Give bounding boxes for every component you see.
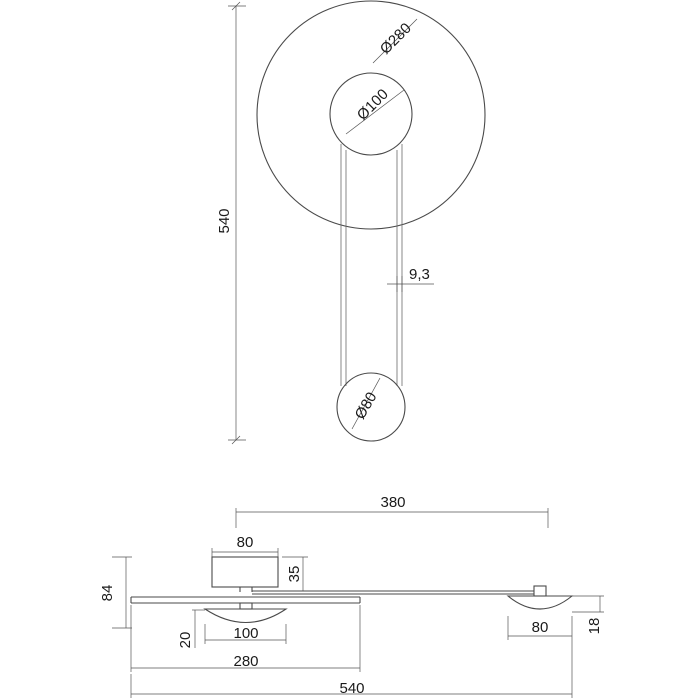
span-label: 380: [380, 494, 405, 511]
rod-gap-label: 9,3: [409, 266, 430, 283]
base-plate: [130, 596, 361, 604]
large-disc: [256, 0, 486, 230]
right-shade-width-dimension: 80: [507, 616, 573, 640]
right-shade-depth-dimension: 18: [572, 595, 604, 635]
center-disc-label: Ø100: [354, 86, 392, 124]
shade-depth-label: 20: [177, 632, 194, 649]
mount-width-dimension: 80: [211, 534, 279, 558]
right-shade-depth-label: 18: [586, 618, 603, 635]
rods: [340, 144, 403, 386]
mount-depth-dimension: 35: [282, 556, 308, 592]
arm-bar: [239, 587, 534, 595]
span-dimension: 380: [235, 494, 549, 528]
center-disc: [329, 72, 413, 156]
small-disc: [336, 372, 406, 442]
side-view: 380 80 35: [99, 494, 604, 698]
small-disc-label: Ø80: [352, 389, 381, 422]
left-shade-width-dimension: 100: [204, 624, 287, 644]
wall-mount: [211, 556, 279, 588]
right-shade: [506, 585, 574, 610]
overall-width-label: 540: [339, 680, 364, 697]
center-disc-leader: [345, 89, 405, 135]
plate-width-label: 280: [233, 653, 258, 670]
left-shade-width-label: 100: [233, 625, 258, 642]
height-dimension-label: 540: [216, 208, 233, 233]
height-dimension: 540: [216, 1, 246, 445]
overall-depth-label: 84: [99, 585, 116, 602]
plate-width-dimension: 280: [130, 605, 361, 672]
shade-depth-dimension: 20: [177, 609, 205, 649]
large-disc-label: Ø280: [377, 20, 415, 58]
rod-gap-dimension: 9,3: [387, 266, 434, 292]
mount-width-label: 80: [237, 534, 254, 551]
large-disc-leader: [372, 18, 418, 64]
mount-depth-label: 35: [286, 566, 303, 583]
left-shade: [203, 602, 288, 624]
front-view: 540 Ø280 Ø100 9,3 Ø80: [216, 0, 486, 445]
right-shade-width-label: 80: [532, 619, 549, 636]
small-disc-leader: [351, 377, 381, 430]
overall-width-dimension: 540: [130, 640, 573, 698]
overall-depth-dimension: 84: [99, 556, 132, 629]
